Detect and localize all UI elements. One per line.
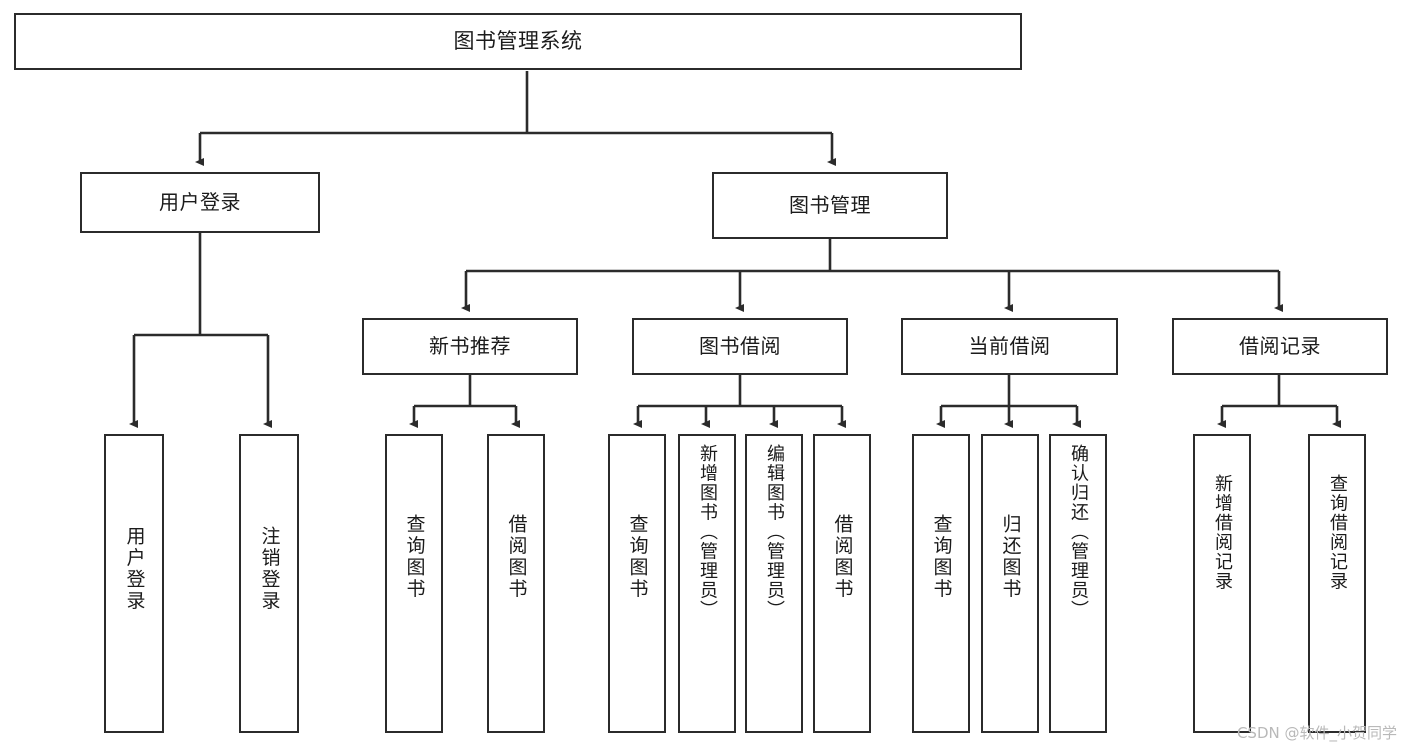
node-leaf-query-book-2[interactable]: 查询图书 — [608, 434, 666, 733]
node-label: 查询图书 — [930, 514, 953, 600]
node-label: 借阅图书 — [505, 514, 528, 600]
node-leaf-query-book-1[interactable]: 查询图书 — [385, 434, 443, 733]
node-user-login[interactable]: 用户登录 — [80, 172, 320, 233]
node-leaf-add-record[interactable]: 新增借阅记录 — [1193, 434, 1251, 733]
node-book-manage[interactable]: 图书管理 — [712, 172, 948, 239]
node-leaf-add-book[interactable]: 新增图书（管理员） — [678, 434, 736, 733]
node-label: 用户登录 — [123, 526, 146, 612]
node-root-system[interactable]: 图书管理系统 — [14, 13, 1022, 70]
node-label: 编辑图书（管理员） — [764, 444, 785, 620]
node-label: 借阅图书 — [831, 514, 854, 600]
node-label: 图书管理系统 — [453, 28, 583, 53]
node-label: 查询图书 — [626, 514, 649, 600]
node-label: 新书推荐 — [429, 334, 511, 359]
node-borrow-record[interactable]: 借阅记录 — [1172, 318, 1388, 375]
node-label: 新增图书（管理员） — [697, 444, 718, 620]
node-label: 注销登录 — [258, 526, 281, 612]
node-leaf-query-book-3[interactable]: 查询图书 — [912, 434, 970, 733]
node-label: 新增借阅记录 — [1212, 474, 1233, 591]
node-label: 图书管理 — [789, 193, 871, 218]
node-label: 当前借阅 — [968, 334, 1051, 359]
node-leaf-query-record[interactable]: 查询借阅记录 — [1308, 434, 1366, 733]
node-label: 归还图书 — [999, 514, 1022, 600]
node-new-book-recommend[interactable]: 新书推荐 — [362, 318, 578, 375]
node-label: 查询借阅记录 — [1327, 474, 1348, 591]
node-current-borrow[interactable]: 当前借阅 — [901, 318, 1118, 375]
watermark: CSDN @软件_小贺同学 — [1236, 724, 1397, 742]
node-label: 图书借阅 — [699, 334, 781, 359]
node-leaf-borrow-book-2[interactable]: 借阅图书 — [813, 434, 871, 733]
node-label: 确认归还（管理员） — [1068, 444, 1089, 620]
node-leaf-logout[interactable]: 注销登录 — [239, 434, 299, 733]
node-leaf-confirm-return[interactable]: 确认归还（管理员） — [1049, 434, 1107, 733]
node-label: 查询图书 — [403, 514, 426, 600]
node-leaf-return-book[interactable]: 归还图书 — [981, 434, 1039, 733]
node-leaf-user-login[interactable]: 用户登录 — [104, 434, 164, 733]
node-leaf-edit-book[interactable]: 编辑图书（管理员） — [745, 434, 803, 733]
node-book-borrow[interactable]: 图书借阅 — [632, 318, 848, 375]
node-label: 借阅记录 — [1239, 334, 1321, 359]
node-label: 用户登录 — [159, 190, 241, 215]
node-leaf-borrow-book-1[interactable]: 借阅图书 — [487, 434, 545, 733]
